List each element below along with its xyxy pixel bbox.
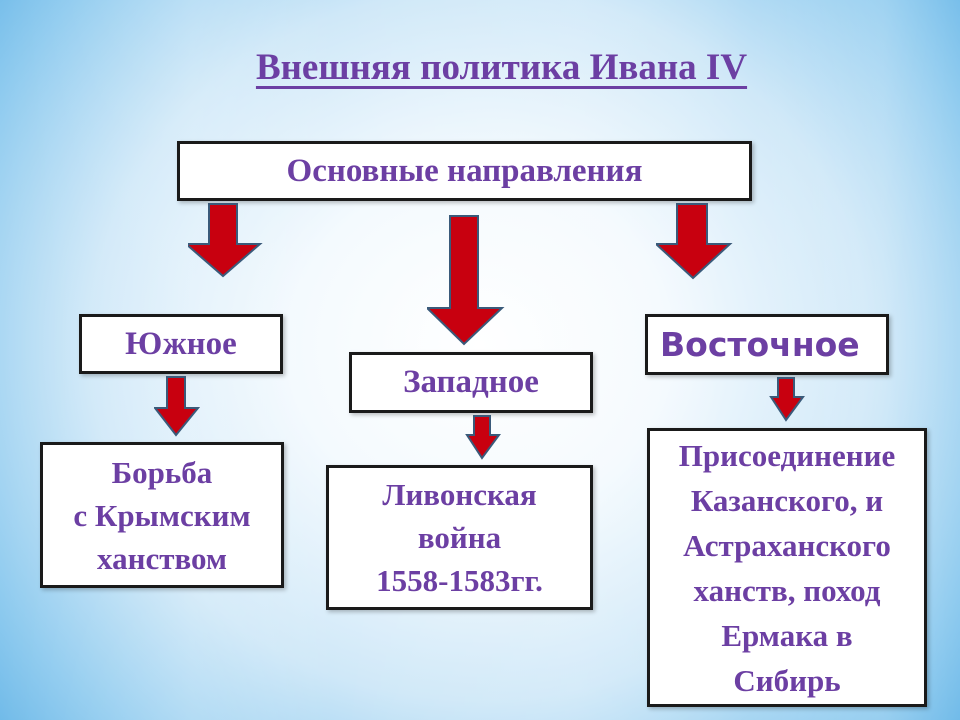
east-description-line: Астраханского bbox=[683, 527, 891, 563]
south-description-line: ханством bbox=[97, 540, 227, 576]
arrow-to-south bbox=[188, 203, 263, 278]
west-description-line: 1558-1583гг. bbox=[376, 563, 543, 598]
south-description-line: Борьба bbox=[111, 454, 213, 490]
direction-east-box: Восточное bbox=[645, 314, 889, 375]
west-description-line: Ливонская bbox=[382, 477, 537, 512]
direction-west-label: Западное bbox=[403, 364, 539, 400]
arrow-east-to-desc bbox=[769, 377, 805, 422]
east-description-line: Казанского, и bbox=[690, 482, 884, 518]
arrow-to-east bbox=[656, 203, 733, 280]
east-description-box: Присоединение Казанского, и Астраханског… bbox=[647, 428, 927, 707]
main-directions-box: Основные направления bbox=[177, 141, 752, 201]
south-description-line: с Крымским bbox=[73, 497, 251, 533]
west-description-box: Ливонская война 1558-1583гг. bbox=[326, 465, 593, 610]
arrow-to-west bbox=[427, 215, 505, 346]
west-description-line: война bbox=[417, 520, 502, 555]
arrow-west-to-desc bbox=[465, 415, 501, 460]
arrow-south-to-desc bbox=[154, 376, 200, 437]
direction-east-label: Восточное bbox=[660, 325, 860, 364]
direction-south-label: Южное bbox=[125, 325, 237, 362]
east-description-line: Присоединение bbox=[678, 437, 896, 473]
east-description-line: Ермака в bbox=[721, 617, 853, 653]
east-description-line: Сибирь bbox=[733, 662, 841, 698]
main-directions-label: Основные направления bbox=[286, 152, 643, 189]
east-description-line: ханств, поход bbox=[693, 572, 881, 608]
direction-south-box: Южное bbox=[79, 314, 283, 374]
direction-west-box: Западное bbox=[349, 352, 593, 413]
page-title: Внешняя политика Ивана IV bbox=[255, 47, 748, 88]
south-description-box: Борьба с Крымским ханством bbox=[40, 442, 284, 588]
